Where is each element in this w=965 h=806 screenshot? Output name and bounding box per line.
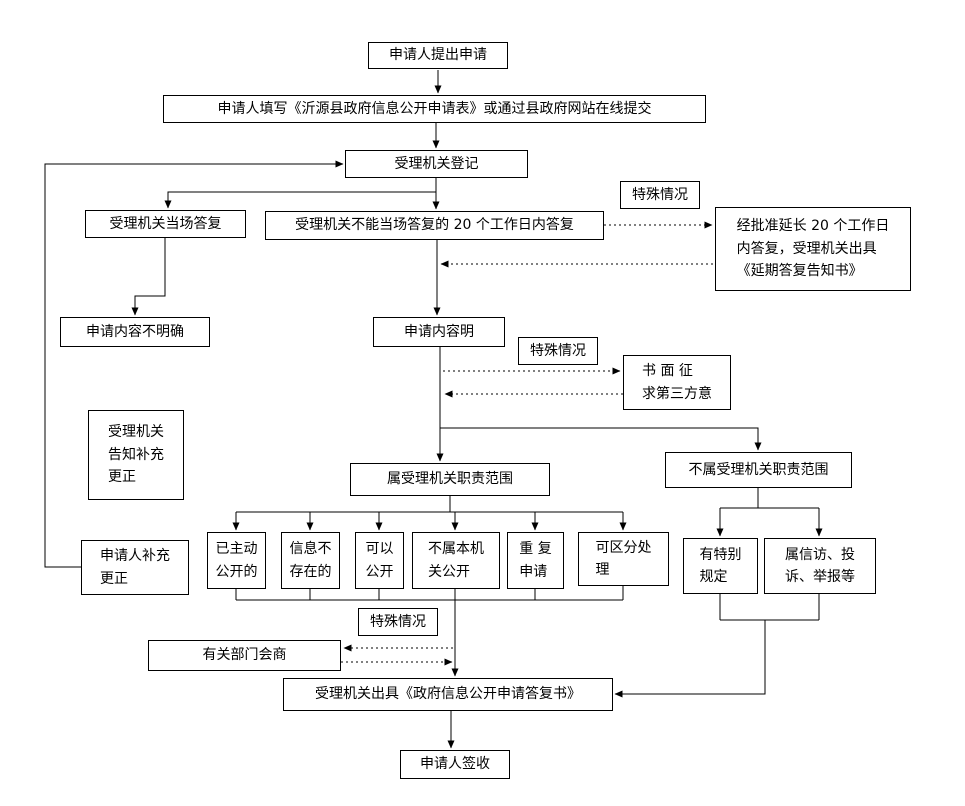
node-can-public: 可以 公开 — [355, 532, 404, 589]
node-other-agency: 不属本机 关公开 — [412, 532, 500, 589]
node-notify-supplement: 受理机关 告知补充 更正 — [88, 410, 184, 500]
node-within-20-days: 受理机关不能当场答复的 20 个工作日内答复 — [265, 211, 604, 240]
node-consult: 有关部门会商 — [148, 640, 341, 671]
node-applicant-supplement: 申请人补充 更正 — [81, 540, 189, 595]
node-content-unclear: 申请内容不明确 — [60, 317, 210, 347]
node-register: 受理机关登记 — [345, 150, 528, 178]
node-fill-form: 申请人填写《沂源县政府信息公开申请表》或通过县政府网站在线提交 — [163, 95, 706, 123]
node-not-exist: 信息不 存在的 — [281, 532, 340, 589]
node-special-rule: 有特别 规定 — [683, 538, 758, 594]
node-already-public: 已主动 公开的 — [207, 532, 266, 589]
node-third-party: 书 面 征 求第三方意 — [623, 355, 731, 410]
node-onsite-reply: 受理机关当场答复 — [85, 210, 246, 238]
node-petition: 属信访、投 诉、举报等 — [764, 538, 876, 594]
node-in-scope: 属受理机关职责范围 — [350, 463, 550, 496]
node-special-case-bottom: 特殊情况 — [358, 608, 438, 636]
node-reply-doc: 受理机关出具《政府信息公开申请答复书》 — [283, 678, 613, 711]
node-apply: 申请人提出申请 — [368, 42, 508, 69]
node-extension: 经批准延长 20 个工作日 内答复，受理机关出具 《延期答复告知书》 — [715, 207, 911, 291]
node-special-case-top: 特殊情况 — [620, 181, 700, 209]
node-sign: 申请人签收 — [400, 750, 510, 779]
node-separable: 可区分处 理 — [578, 532, 669, 586]
node-out-of-scope: 不属受理机关职责范围 — [665, 452, 852, 488]
node-repeated: 重 复 申请 — [507, 532, 564, 589]
node-content-clear: 申请内容明 — [373, 317, 505, 347]
node-special-case-mid: 特殊情况 — [518, 337, 598, 365]
